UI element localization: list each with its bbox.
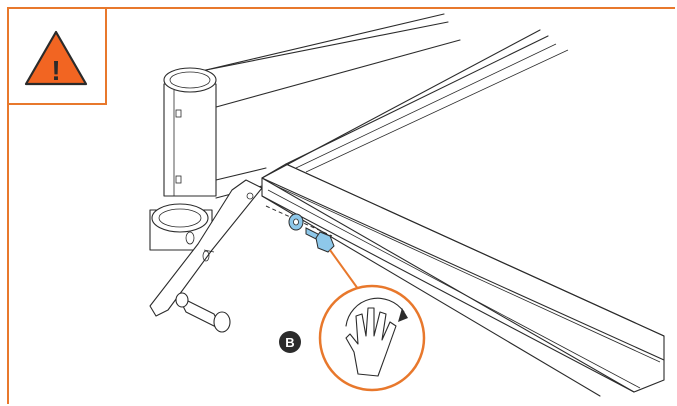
warning-triangle-icon: ! xyxy=(24,30,88,86)
hinge-plate xyxy=(149,179,263,317)
step-marker-b: B xyxy=(279,331,301,353)
step-marker-label: B xyxy=(285,335,294,350)
hand-tighten-clockwise-icon xyxy=(345,297,408,377)
warning-mark: ! xyxy=(51,55,60,86)
lower-tube xyxy=(149,203,213,251)
peg xyxy=(175,292,231,333)
vertical-post xyxy=(163,67,217,197)
rear-rail xyxy=(171,13,461,199)
main-rail xyxy=(261,29,665,397)
callout-frame xyxy=(7,7,675,404)
bolt-icon xyxy=(305,227,335,253)
washer-icon xyxy=(288,213,304,231)
